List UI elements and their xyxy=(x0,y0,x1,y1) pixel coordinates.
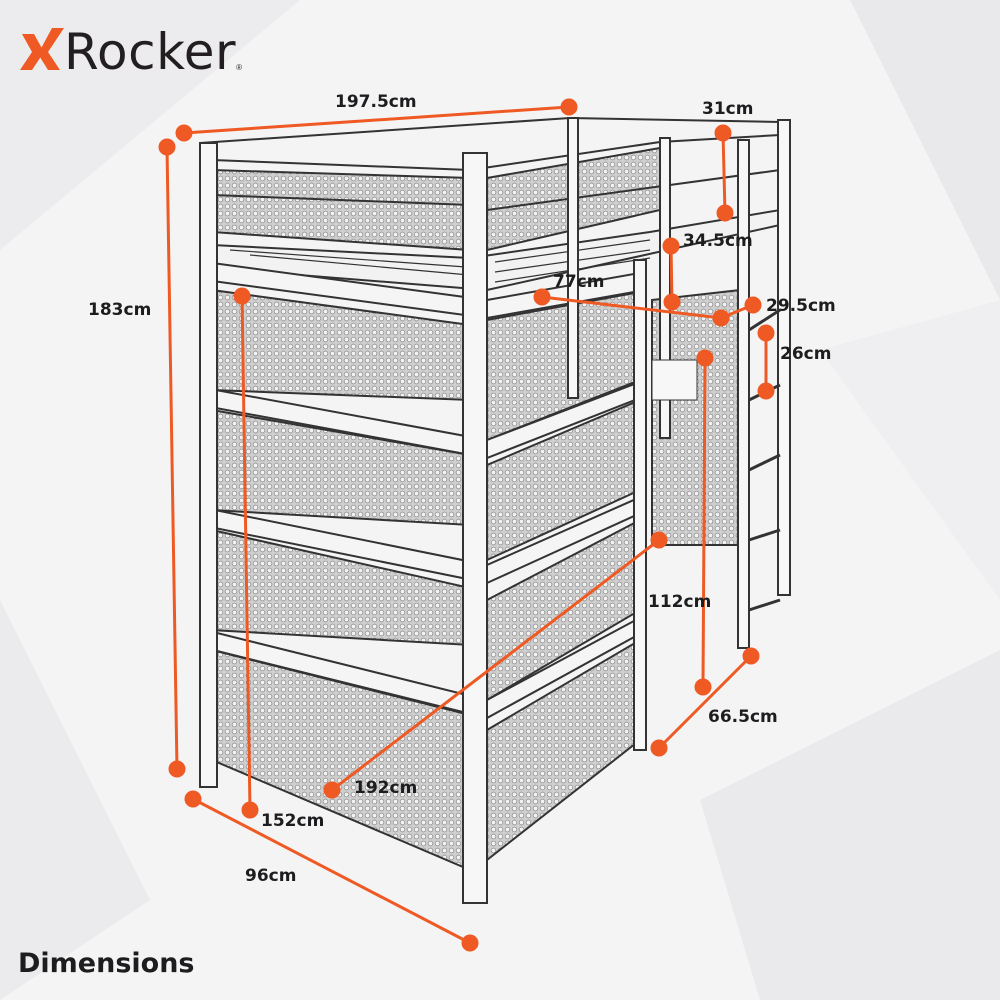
dim-line-152 xyxy=(233,287,259,819)
page-title: Dimensions xyxy=(18,948,195,979)
dim-line-66-5 xyxy=(650,647,760,757)
bed-frame xyxy=(199,116,791,904)
dim-label-rail-height: 31cm xyxy=(702,99,754,119)
dim-label-length: 197.5cm xyxy=(335,92,417,112)
dim-line-77 xyxy=(533,288,730,327)
dim-label-ladder-width: 29.5cm xyxy=(766,296,836,316)
dim-line-31 xyxy=(714,124,734,222)
dim-label-under-width: 66.5cm xyxy=(708,707,778,727)
dim-line-34-5 xyxy=(662,237,681,311)
dim-line-96 xyxy=(184,790,479,952)
registered-mark: ® xyxy=(236,63,242,72)
dim-line-192 xyxy=(323,531,668,799)
dim-label-ladder-step: 26cm xyxy=(780,344,832,364)
dim-line-29-5 xyxy=(720,296,762,320)
dim-line-26 xyxy=(757,324,775,400)
dim-label-diagonal: 192cm xyxy=(354,778,418,798)
dim-line-112 xyxy=(694,349,714,696)
xrocker-logo: Rocker ® xyxy=(18,22,242,82)
dim-label-width: 96cm xyxy=(245,866,297,886)
dim-line-183 xyxy=(158,138,186,778)
dimension-lines xyxy=(158,98,775,952)
dim-label-under-height: 112cm xyxy=(648,592,712,612)
dim-label-ladder-gap: 34.5cm xyxy=(683,231,753,251)
logo-text: Rocker xyxy=(64,23,237,81)
dim-line-197-5 xyxy=(175,98,578,142)
dim-label-shelf-height: 152cm xyxy=(261,811,325,831)
logo-x-mark xyxy=(20,28,64,70)
dim-label-desk-depth: 77cm xyxy=(553,272,605,292)
dim-label-total-height: 183cm xyxy=(88,300,152,320)
